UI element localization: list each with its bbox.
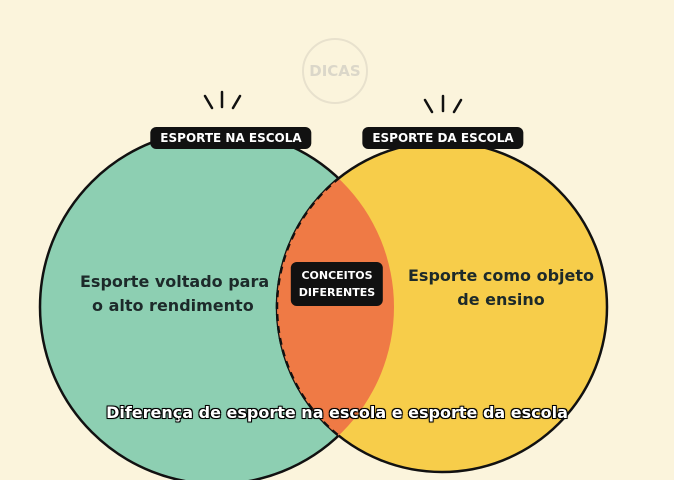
- left-circle-label: ESPORTE NA ESCOLA: [150, 127, 312, 149]
- left-text-line1: Esporte voltado para: [80, 272, 270, 291]
- right-text-line2: de ensino: [457, 290, 545, 309]
- left-circle-text: Esporte voltado para o alto rendimento: [80, 270, 269, 318]
- intersection-dash-right: [275, 140, 394, 474]
- right-spark-icon: [423, 94, 463, 114]
- video-caption: Diferença de esporte na escola e esporte…: [106, 403, 568, 422]
- intersection-label: CONCEITOS DIFERENTES: [290, 262, 384, 306]
- right-text-line1: Esporte como objeto: [408, 266, 594, 285]
- intersection-line1: CONCEITOS: [301, 269, 373, 282]
- left-text-line2: o alto rendimento: [92, 296, 254, 315]
- right-circle-text: Esporte como objeto de ensino: [408, 264, 594, 312]
- dicas-logo: DICAS: [302, 38, 368, 104]
- intersection-area: [277, 142, 394, 472]
- left-spark-icon: [203, 90, 242, 110]
- right-circle-label: ESPORTE DA ESCOLA: [362, 127, 524, 149]
- intersection-line2: DIFERENTES: [298, 286, 376, 299]
